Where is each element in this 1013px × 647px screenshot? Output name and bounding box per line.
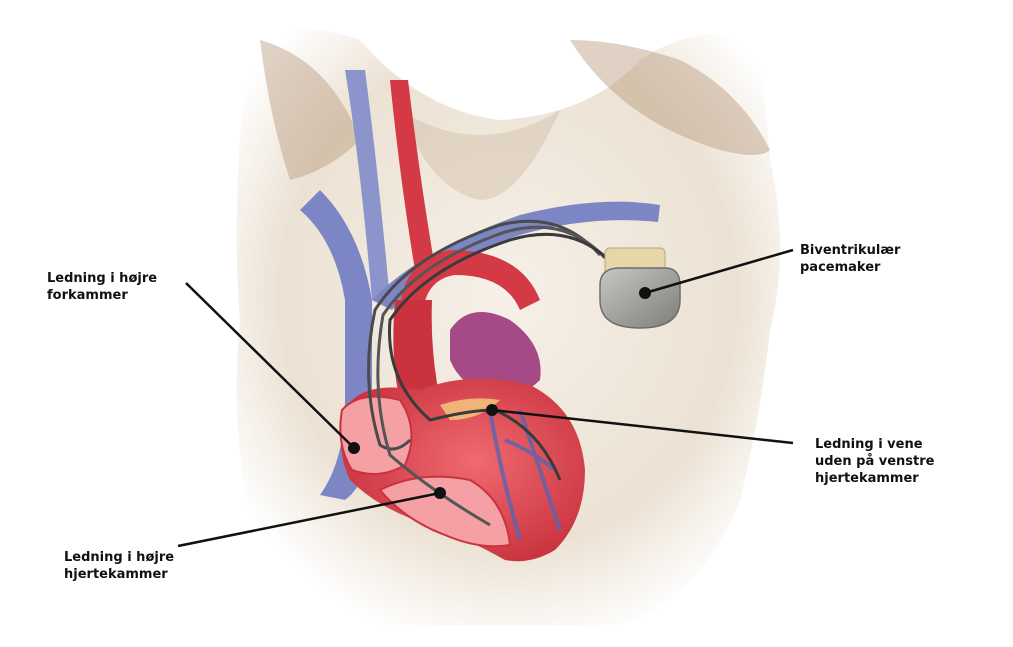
label-left-ventricle-line1: Ledning i vene	[815, 437, 923, 452]
clavicle-shadow	[400, 110, 560, 200]
right-ventricle-cutaway	[378, 475, 512, 548]
left-ventricle-veins	[488, 409, 562, 541]
lead-left-ventricle	[388, 232, 612, 481]
label-pacemaker-line1: Biventrikulær	[800, 243, 901, 258]
aorta	[393, 300, 440, 400]
label-pacemaker: Biventrikulær pacemaker	[800, 242, 900, 276]
jugular-vein	[345, 70, 390, 300]
label-right-atrium-line2: forkammer	[47, 288, 128, 303]
pacemaker-can	[599, 267, 681, 329]
neck-shadow-right	[570, 40, 770, 155]
label-left-ventricle-line2: uden på venstre	[815, 454, 935, 469]
callout-line-left-ventricle	[491, 408, 794, 445]
pulmonary-artery	[450, 312, 541, 396]
callout-line-right-ventricle	[177, 491, 441, 548]
label-left-ventricle-lead: Ledning i vene uden på venstre hjertekam…	[815, 436, 935, 487]
lead-right-atrium	[367, 219, 602, 451]
callout-line-pacemaker	[644, 248, 794, 295]
callout-line-right-atrium	[185, 282, 353, 447]
label-right-ventricle-line1: Ledning i højre	[64, 550, 175, 565]
label-right-ventricle-lead: Ledning i højre hjertekammer	[64, 549, 174, 583]
callout-dot-right-atrium	[348, 442, 360, 454]
label-left-ventricle-line3: hjertekammer	[815, 471, 919, 486]
label-right-atrium-line1: Ledning i højre	[47, 271, 158, 286]
callout-dot-right-ventricle	[434, 487, 446, 499]
label-right-ventricle-line2: hjertekammer	[64, 567, 168, 582]
carotid-artery	[390, 80, 435, 270]
callout-dot-pacemaker	[639, 287, 651, 299]
label-pacemaker-line2: pacemaker	[800, 260, 881, 275]
callout-dot-left-ventricle	[486, 404, 498, 416]
lead-right-ventricle	[376, 225, 607, 527]
neck-shadow-left	[260, 40, 360, 180]
label-right-atrium-lead: Ledning i højre forkammer	[47, 270, 157, 304]
aortic-arch	[399, 250, 540, 330]
